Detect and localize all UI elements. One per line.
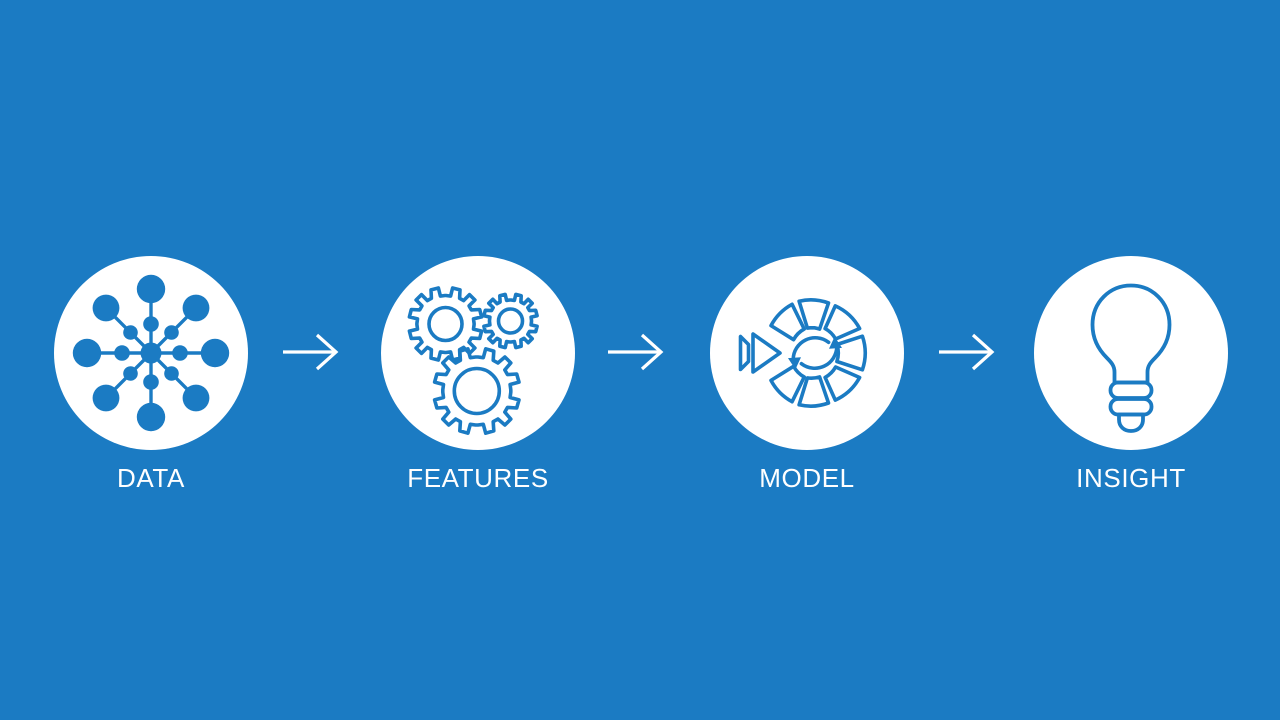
flow-step-features[interactable]: FEATURES (380, 256, 576, 506)
flow-connector-2 (606, 330, 666, 374)
flow-connector-3 (937, 330, 997, 374)
flow-step-label-features: FEATURES (407, 463, 549, 493)
arrow-right-icon (608, 333, 664, 371)
arrow-right-icon (283, 333, 339, 371)
flow-step-data[interactable]: DATA (53, 256, 249, 506)
icon-disc-features[interactable] (381, 256, 575, 450)
arrow-right-icon (939, 333, 995, 371)
icon-disc-model[interactable] (710, 256, 904, 450)
model-cycle-icon (738, 298, 867, 408)
flow-step-label-model: MODEL (759, 463, 855, 493)
flow-step-insight[interactable]: INSIGHT (1033, 256, 1229, 506)
flow-step-model[interactable]: MODEL (709, 256, 905, 506)
flow-step-label-insight: INSIGHT (1076, 463, 1186, 493)
lightbulb-icon (1090, 283, 1172, 433)
flow-step-label-data: DATA (117, 463, 185, 493)
network-nodes-icon (72, 274, 230, 432)
icon-disc-data[interactable] (54, 256, 248, 450)
flow-connector-1 (281, 330, 341, 374)
icon-disc-insight[interactable] (1034, 256, 1228, 450)
gears-icon (407, 286, 539, 435)
